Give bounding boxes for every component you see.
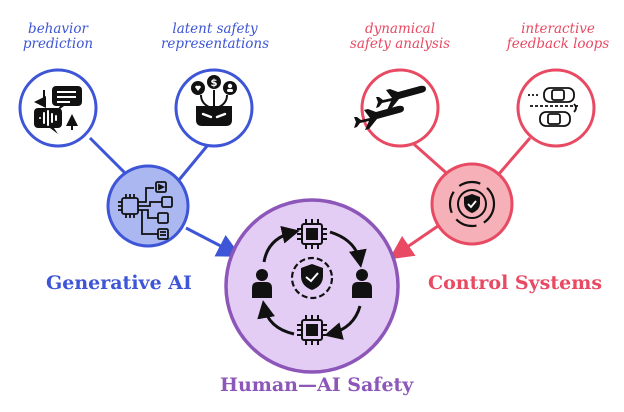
- human-ai-loop-icon: [252, 219, 372, 345]
- svg-text:$: $: [211, 78, 218, 89]
- human-ai-safety-node: [224, 198, 400, 374]
- arrow-generative-to-safety: [185, 226, 242, 257]
- title-generative-ai: Generative AI: [46, 272, 192, 294]
- generative-ai-node: [106, 164, 190, 248]
- interactive-feedback-node: [516, 68, 596, 148]
- connector-latent: [172, 139, 214, 187]
- title-human-ai-safety: Human—AI Safety: [220, 374, 414, 396]
- behavior-prediction-node: [18, 68, 98, 148]
- label-dynamical-safety: dynamical safety analysis: [349, 21, 451, 52]
- arrow-control-to-safety: [389, 224, 439, 260]
- airplanes-icon: [354, 85, 426, 130]
- label-latent-safety: latent safety representations: [160, 21, 270, 52]
- title-control-systems: Control Systems: [428, 272, 603, 294]
- control-systems-node: [430, 162, 514, 246]
- control-loop-shield-icon: [448, 180, 496, 228]
- neural-chip-icon: [118, 181, 173, 240]
- cars-icon: [528, 87, 580, 127]
- chat-bubbles-icon: [34, 86, 82, 134]
- latent-safety-icon: $: [191, 75, 237, 126]
- label-interactive-feedback: interactive feedback loops: [506, 21, 610, 52]
- dynamical-safety-node: [354, 68, 440, 148]
- label-behavior-prediction: behavior prediction: [22, 21, 94, 52]
- latent-safety-node: $: [174, 68, 254, 148]
